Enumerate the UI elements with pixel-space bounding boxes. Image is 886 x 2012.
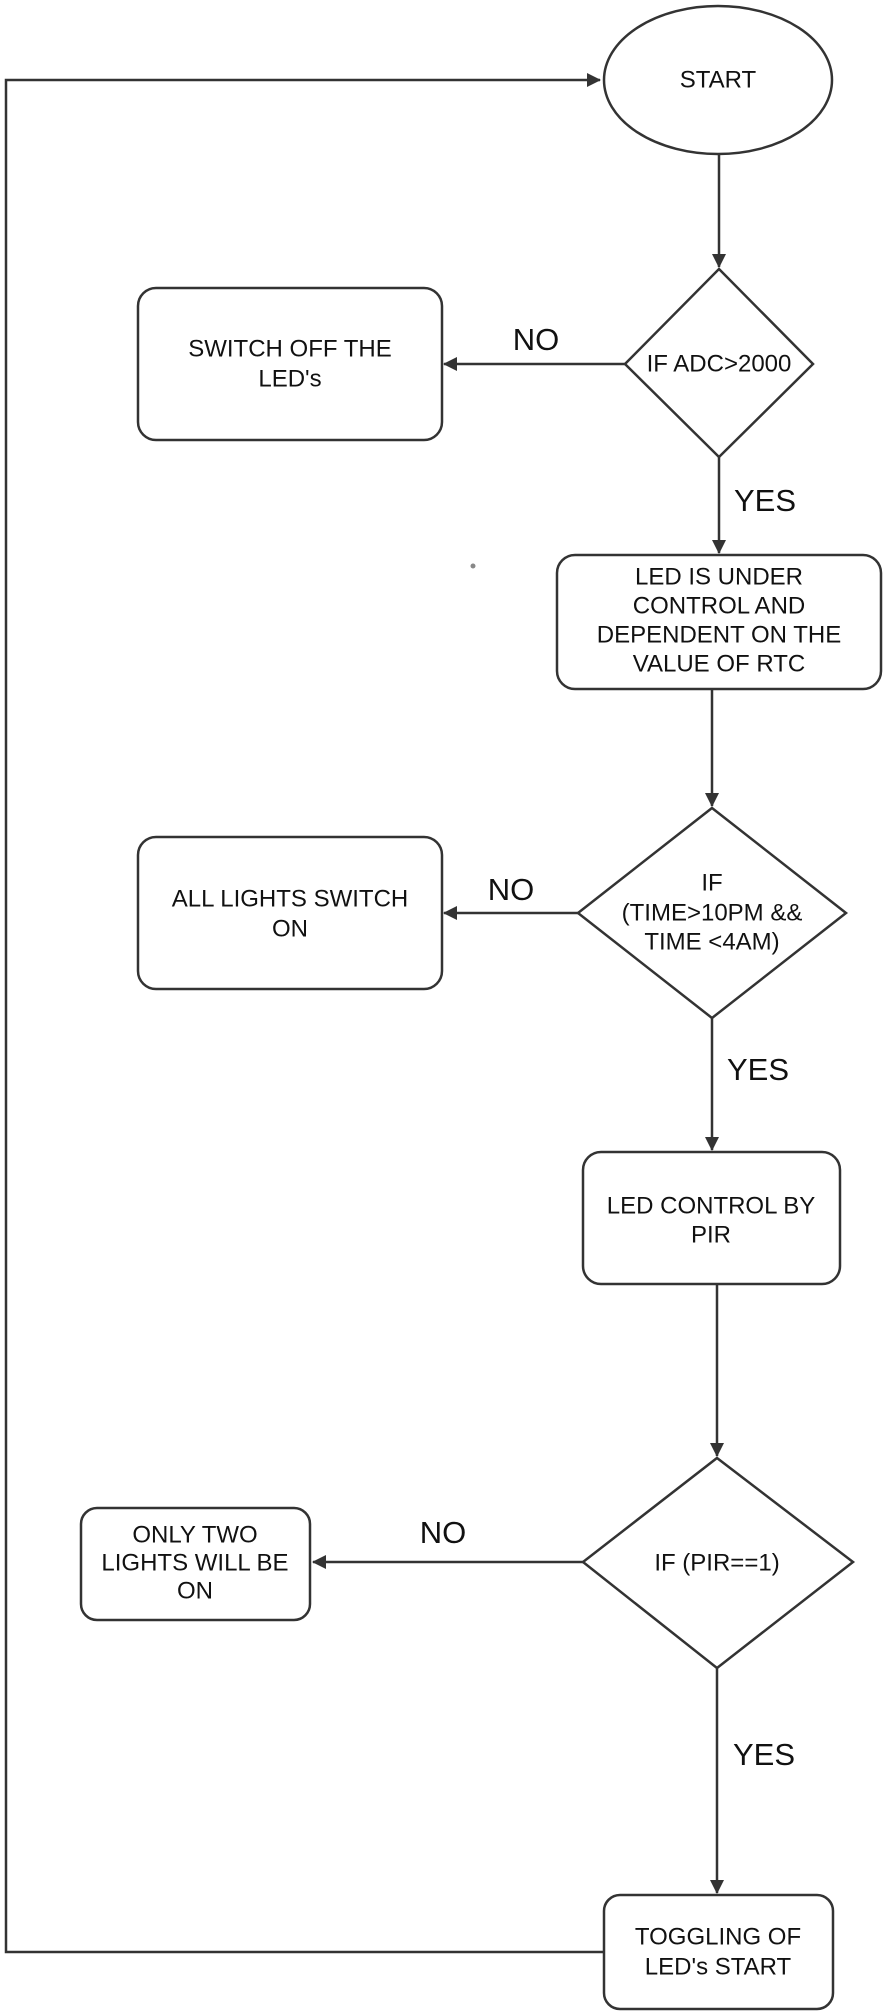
rtc-control-line-3: DEPENDENT ON THE [597,621,842,648]
toggling-process: TOGGLING OF LED's START [602,1893,835,2011]
rtc-control-line-1: LED IS UNDER [635,563,803,590]
all-lights-line-2: ON [272,915,308,942]
time-no-label: NO [488,872,535,907]
adc-decision: IF ADC>2000 [623,267,815,459]
switch-off-line-1: SWITCH OFF THE [188,335,392,362]
adc-yes-label: YES [734,483,796,518]
connectors [4,73,726,1954]
time-decision-line-2: (TIME>10PM && [622,899,803,926]
time-decision-line-1: IF [701,869,722,896]
rtc-control-process: LED IS UNDER CONTROL AND DEPENDENT ON TH… [555,553,883,691]
all-lights-process: ALL LIGHTS SWITCH ON [136,835,444,991]
start-label: START [680,66,757,93]
stray-mark [470,563,476,569]
pir-no-label: NO [420,1515,467,1550]
two-lights-line-2: LIGHTS WILL BE [101,1549,288,1576]
rtc-control-line-4: VALUE OF RTC [633,650,805,677]
pir-yes-label: YES [733,1737,795,1772]
two-lights-process: ONLY TWO LIGHTS WILL BE ON [79,1506,312,1622]
loop-back-to-start [4,73,604,1954]
pir-decision: IF (PIR==1) [580,1456,856,1670]
toggling-line-2: LED's START [645,1953,792,1980]
toggling-line-1: TOGGLING OF [635,1923,801,1950]
adc-decision-label: IF ADC>2000 [647,350,792,377]
pir-decision-label: IF (PIR==1) [654,1549,779,1576]
two-lights-line-1: ONLY TWO [132,1521,257,1548]
pir-control-line-2: PIR [691,1221,731,1248]
start-node: START [602,4,834,156]
pir-control-process: LED CONTROL BY PIR [581,1150,842,1286]
time-yes-label: YES [727,1052,789,1087]
rtc-control-line-2: CONTROL AND [633,592,805,619]
time-decision: IF (TIME>10PM && TIME <4AM) [575,806,849,1020]
all-lights-line-1: ALL LIGHTS SWITCH [172,885,408,912]
edge-labels: NO YES NO YES NO YES [420,322,796,1772]
pir-control-line-1: LED CONTROL BY [607,1192,816,1219]
switch-off-process: SWITCH OFF THE LED's [136,286,444,442]
switch-off-line-2: LED's [258,365,321,392]
two-lights-line-3: ON [177,1577,213,1604]
adc-no-label: NO [513,322,560,357]
time-decision-line-3: TIME <4AM) [644,928,779,955]
